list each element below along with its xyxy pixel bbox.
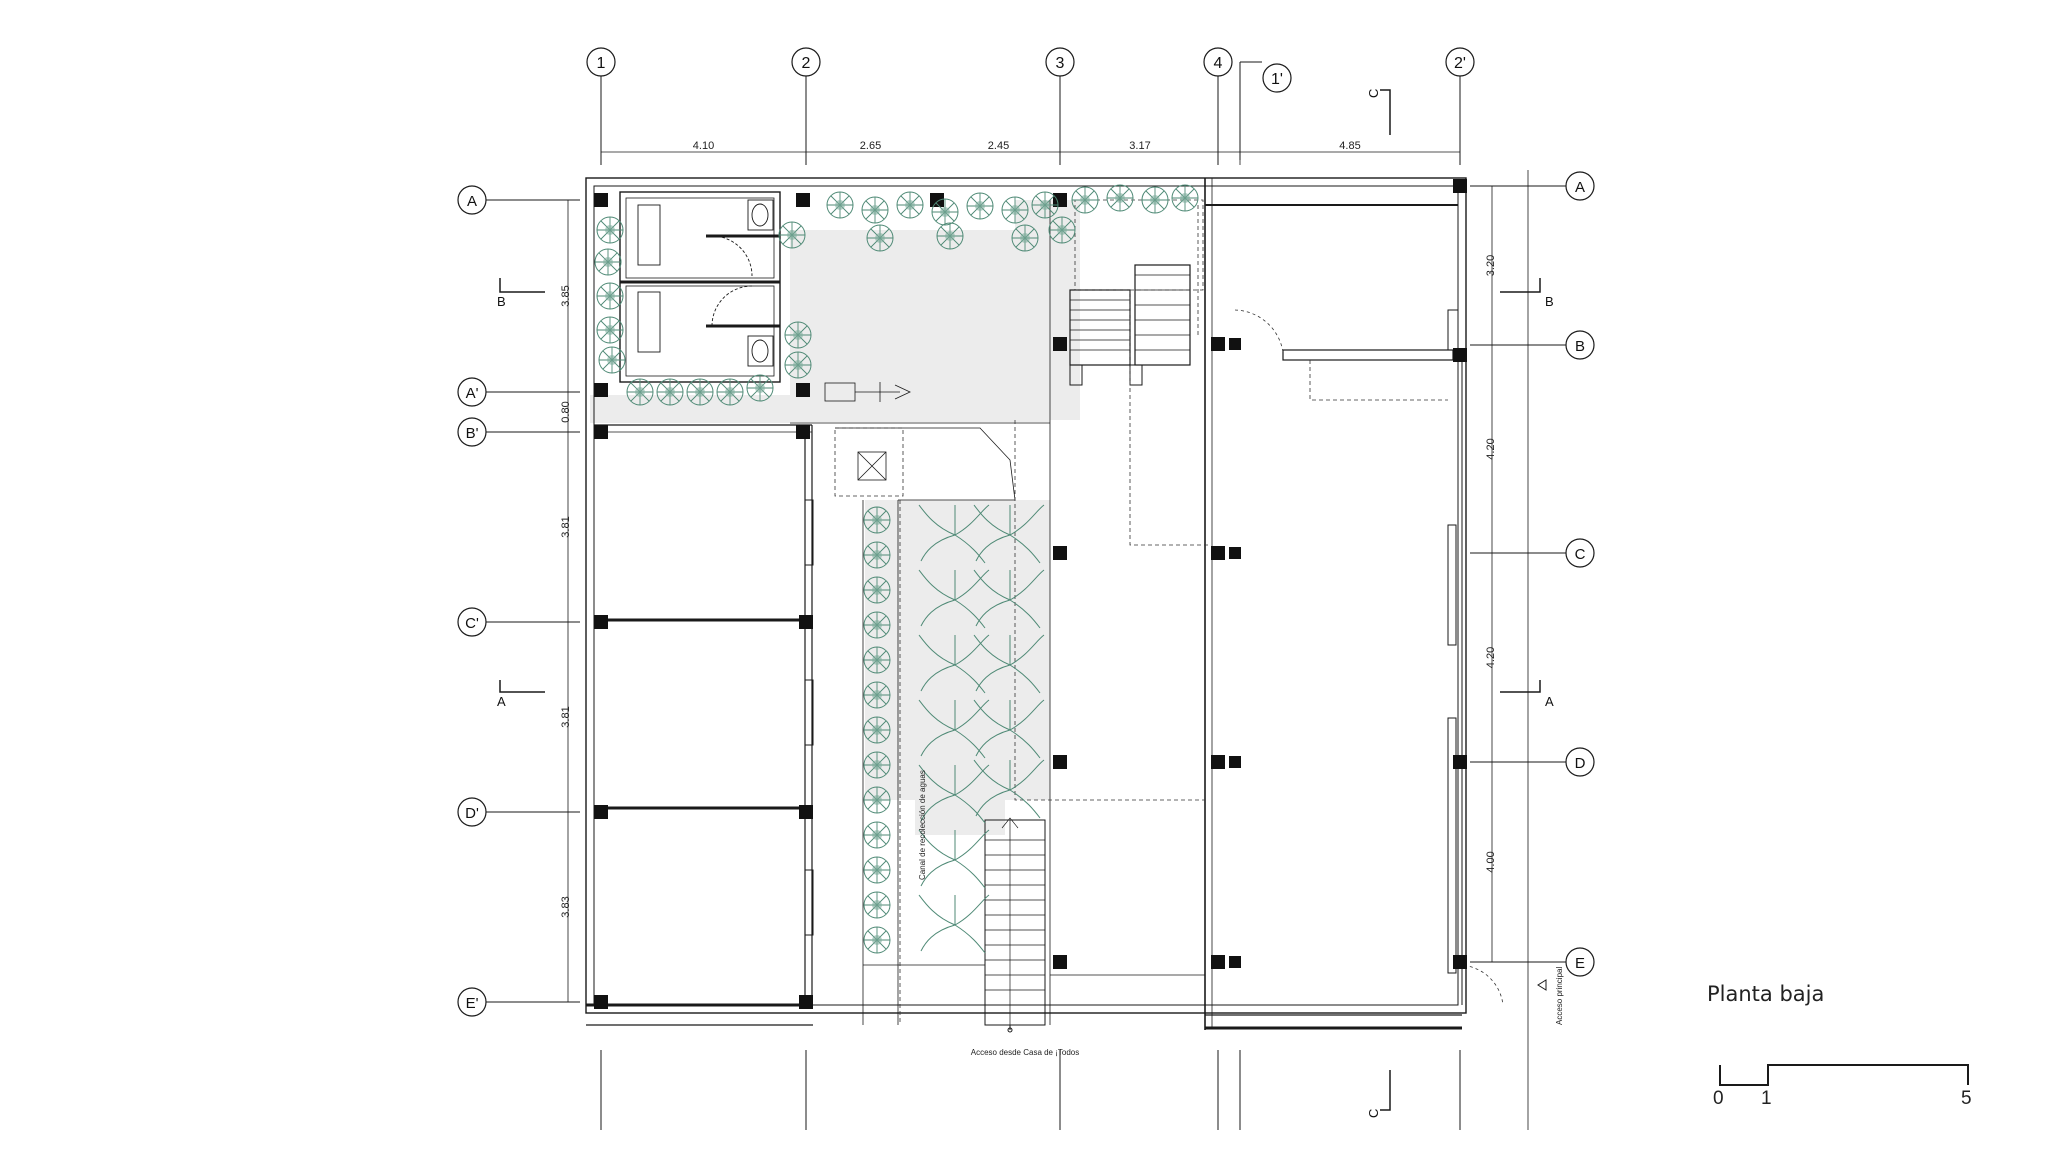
- grid-row-label: D': [465, 805, 479, 822]
- grid-bubble-col-6: 2': [1445, 47, 1475, 1130]
- stair-treads: [985, 274, 1190, 1025]
- access-main-label: Acceso principal: [1555, 967, 1564, 1025]
- section-mark-c-bottom: C: [1366, 1109, 1381, 1118]
- grid-rows-left: A A' B' C' D' E': [457, 185, 580, 1017]
- grid-bubble-row-right-5: E: [1470, 947, 1595, 977]
- column-dim-value: 4.85: [1339, 140, 1360, 152]
- scale-label-1: 1: [1761, 1088, 1772, 1109]
- row-dim-value-right: 4.20: [1485, 438, 1497, 459]
- section-mark-b-right: B: [1545, 294, 1554, 309]
- column-dim-value: 4.10: [693, 140, 714, 152]
- grid-row-label: B': [466, 425, 479, 442]
- row-dim-value-left: 3.81: [560, 706, 572, 727]
- row-dim-value-right: 4.20: [1485, 647, 1497, 668]
- column-dim-value: 2.65: [860, 140, 881, 152]
- section-markers: [499, 89, 1541, 1111]
- grid-bubble-row-left-1: A: [457, 185, 580, 215]
- grid-bubble-col-5: 1': [1239, 61, 1292, 1130]
- grid-bubble-col-2: 2: [791, 47, 821, 1130]
- section-mark-c-top: C: [1366, 89, 1381, 98]
- grid-bubble-row-left-3: B': [457, 417, 580, 447]
- access-arrow-icon: [1007, 979, 1547, 1033]
- drawing-title: Planta baja: [1707, 982, 1825, 1006]
- row-dim-value-right: 3.20: [1485, 255, 1497, 276]
- row-dimensions-left: 3.85 0.80 3.81 3.81 3.83: [560, 199, 576, 1003]
- grid-col-label: 1': [1271, 71, 1283, 88]
- overhead-dashed-lines: [834, 199, 1504, 1025]
- grid-row-label: C': [465, 615, 479, 632]
- grid-columns: 1 2 3 4 1' 2': [586, 47, 1475, 1130]
- grid-row-label: B: [1575, 338, 1585, 355]
- grid-bubble-row-left-5: D': [457, 797, 580, 827]
- grid-row-label: A: [1575, 179, 1585, 196]
- row-dim-value-right: 4.00: [1485, 851, 1497, 872]
- row-dim-value-left: 3.83: [560, 896, 572, 917]
- grid-bubble-col-1: 1: [586, 47, 616, 1130]
- row-dimensions-right: 3.20 4.20 4.20 4.00: [1484, 170, 1529, 1130]
- column-dimensions: 4.10 2.65 2.45 3.17 4.85: [600, 140, 1461, 165]
- grid-col-label: 3: [1056, 55, 1065, 72]
- grid-row-label: E: [1575, 955, 1585, 972]
- grid-row-label: A': [466, 385, 479, 402]
- grid-col-label: 1: [597, 55, 606, 72]
- grid-col-label: 2: [802, 55, 811, 72]
- scale-bar: [1719, 1064, 1969, 1086]
- grid-bubble-row-left-6: E': [457, 987, 580, 1017]
- toilet-fixtures: [637, 199, 774, 367]
- grid-col-label: 4: [1214, 55, 1223, 72]
- grid-row-label: E': [466, 995, 479, 1012]
- row-dim-value-left: 3.85: [560, 285, 572, 306]
- grid-col-label: 2': [1454, 55, 1466, 72]
- grid-row-label: A: [467, 193, 477, 210]
- grid-bubble-col-3: 3: [1045, 47, 1075, 1130]
- canal-label: Canal de recolección de aguas: [918, 770, 927, 880]
- fountain: [824, 382, 911, 481]
- column-dim-value: 2.45: [988, 140, 1009, 152]
- grid-row-label: D: [1575, 755, 1586, 772]
- column-dim-value: 3.17: [1129, 140, 1150, 152]
- building-walls: [585, 177, 1467, 1030]
- scale-label-0: 0: [1713, 1088, 1724, 1109]
- section-mark-b-left: B: [497, 294, 506, 309]
- patio-areas: [590, 200, 1080, 835]
- section-mark-a-left: A: [497, 694, 506, 709]
- access-bottom-label: Acceso desde Casa de ¡Todos: [971, 1048, 1080, 1057]
- section-mark-a-right: A: [1545, 694, 1554, 709]
- row-dim-value-left: 0.80: [560, 401, 572, 422]
- row-dim-value-left: 3.81: [560, 516, 572, 537]
- grid-row-label: C: [1575, 546, 1586, 563]
- scale-label-5: 5: [1961, 1088, 1972, 1109]
